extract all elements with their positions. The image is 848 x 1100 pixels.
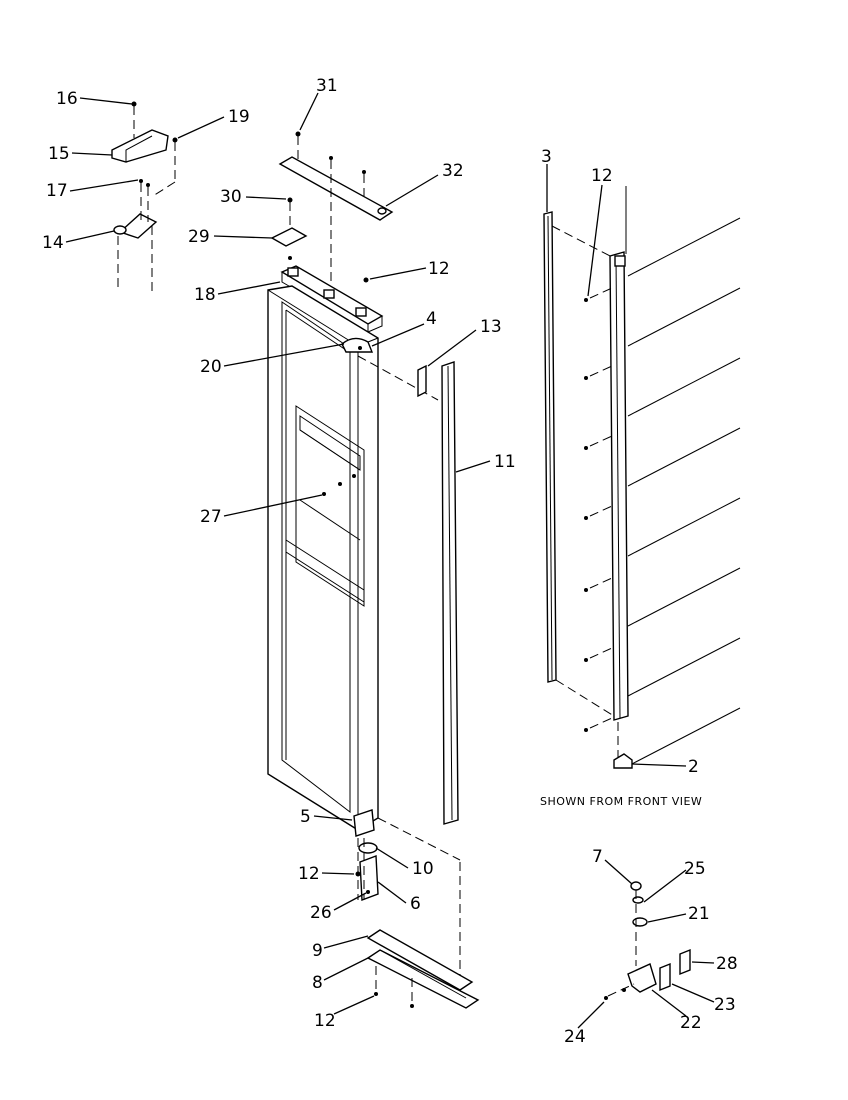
screw-30 — [287, 197, 293, 203]
callout-18: 18 — [194, 285, 216, 305]
callout-9: 9 — [312, 941, 323, 961]
callout-22: 22 — [680, 1013, 702, 1033]
dispenser-window — [295, 405, 365, 607]
callout-7: 7 — [592, 847, 603, 867]
bracket-29 — [270, 227, 308, 247]
hinge-kit — [604, 881, 691, 1000]
top-hinge-assembly — [111, 101, 178, 292]
part-7 — [630, 881, 642, 891]
bottom-trim-9 — [366, 929, 474, 991]
part-28 — [679, 948, 691, 976]
bottom-trim-assembly — [366, 929, 480, 1009]
callout-25: 25 — [684, 859, 706, 879]
screw-27 — [322, 492, 326, 496]
part-21 — [632, 917, 648, 927]
part-22 — [627, 963, 657, 993]
bottom-trim-8 — [366, 949, 480, 1009]
screw-19 — [172, 137, 178, 143]
top-trim-32 — [278, 156, 394, 221]
callout-13: 13 — [480, 317, 502, 337]
hinge-cover-15 — [111, 129, 169, 163]
callout-10: 10 — [412, 859, 434, 879]
callout-3: 3 — [541, 147, 552, 167]
callout-12-top: 12 — [428, 259, 450, 279]
screw-24 — [604, 996, 608, 1000]
callout-15: 15 — [48, 144, 70, 164]
callout-14: 14 — [42, 233, 64, 253]
callout-labels: 16 19 15 17 14 31 32 30 29 12 18 4 20 13… — [42, 76, 738, 1047]
screw-12 — [363, 277, 369, 283]
screw-12 — [584, 298, 588, 302]
cap-4 — [341, 337, 374, 353]
door-assembly — [267, 285, 461, 861]
callout-23: 23 — [714, 995, 736, 1015]
door-outer — [267, 285, 379, 831]
hinge-plate-14 — [118, 213, 158, 239]
bracket-13 — [417, 364, 427, 398]
washer-10 — [358, 842, 378, 854]
callout-24: 24 — [564, 1027, 586, 1047]
callout-31: 31 — [316, 76, 338, 96]
clip-2 — [613, 753, 633, 769]
callout-28: 28 — [716, 954, 738, 974]
top-trim-assembly — [270, 131, 394, 333]
callout-12-hinge: 12 — [298, 864, 320, 884]
screw-26 — [366, 890, 370, 894]
callout-26: 26 — [310, 903, 332, 923]
callout-27: 27 — [200, 507, 222, 527]
part-23 — [659, 962, 671, 992]
screw-17 — [139, 179, 143, 183]
view-caption: SHOWN FROM FRONT VIEW — [540, 795, 702, 808]
leader-lines — [65, 92, 715, 1029]
callout-4: 4 — [426, 309, 437, 329]
part-25 — [632, 896, 644, 904]
callout-32: 32 — [442, 161, 464, 181]
screw-31 — [295, 131, 301, 137]
callout-21: 21 — [688, 904, 710, 924]
callout-11: 11 — [494, 452, 516, 472]
callout-16: 16 — [56, 89, 78, 109]
gasket-strip — [417, 361, 461, 980]
screw-16 — [131, 101, 137, 107]
callout-20: 20 — [200, 357, 222, 377]
callout-12-panel: 12 — [591, 166, 613, 186]
callout-5: 5 — [300, 807, 311, 827]
callout-2: 2 — [688, 757, 699, 777]
callout-17: 17 — [46, 181, 68, 201]
panel-rail — [609, 251, 629, 721]
callout-8: 8 — [312, 973, 323, 993]
side-panel-assembly — [543, 186, 741, 769]
callout-19: 19 — [228, 107, 250, 127]
callout-29: 29 — [188, 227, 210, 247]
callout-30: 30 — [220, 187, 242, 207]
callout-12-bottom: 12 — [314, 1011, 336, 1031]
callout-6: 6 — [410, 894, 421, 914]
bottom-hinge-assembly — [353, 809, 379, 901]
hinge-pin-5 — [353, 809, 375, 837]
screw-12 — [355, 871, 361, 877]
